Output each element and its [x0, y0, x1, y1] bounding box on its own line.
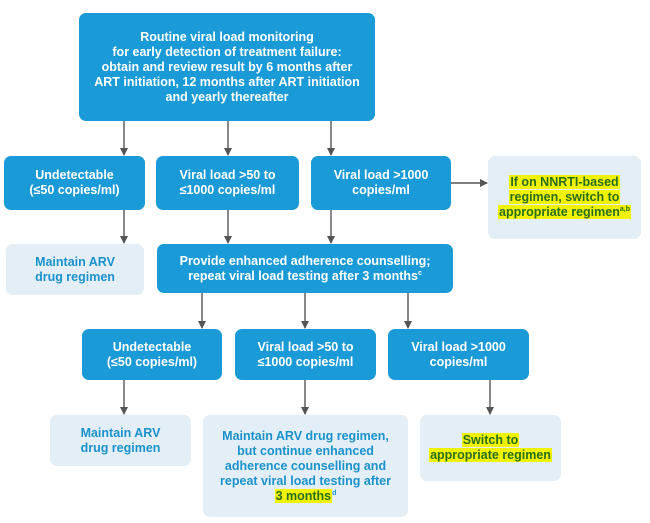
top-line-2: for early detection of treatment failure…	[112, 44, 342, 59]
counsel-line-1: Provide enhanced adherence counselling;	[179, 253, 431, 268]
top-line-1: Routine viral load monitoring	[140, 29, 314, 44]
switch-regimen-box: Switch to appropriate regimen	[420, 415, 561, 481]
continue-footnote: d	[332, 489, 337, 497]
top-line-5: and yearly thereafter	[165, 89, 289, 104]
three-months-highlight: 3 months	[274, 488, 333, 503]
maintain-1-line-2: drug regimen	[35, 269, 115, 284]
viral-load-mid-box-1: Viral load >50 to ≤1000 copies/ml	[156, 156, 299, 210]
maintain-2-line-2: drug regimen	[80, 440, 161, 455]
top-line-4: ART initiation, 12 months after ART init…	[94, 74, 360, 89]
nnrti-line-2: regimen, switch to	[508, 190, 621, 204]
routine-monitoring-box: Routine viral load monitoring for early …	[79, 13, 375, 121]
viral-load-high-box-1: Viral load >1000 copies/ml	[311, 156, 451, 210]
viral-load-high-box-2: Viral load >1000 copies/ml	[388, 329, 529, 380]
adherence-counselling-box: Provide enhanced adherence counselling; …	[157, 244, 453, 293]
high-1-line-1: Viral load >1000	[333, 168, 429, 182]
undetectable-1-line-2: (≤50 copies/ml)	[29, 183, 120, 197]
mid-1-line-2: ≤1000 copies/ml	[179, 183, 276, 197]
top-line-3: obtain and review result by 6 months aft…	[101, 59, 353, 74]
nnrti-line-1: If on NNRTI-based	[509, 175, 620, 189]
maintain-2-line-1: Maintain ARV	[80, 425, 161, 440]
nnrti-switch-box: If on NNRTI-based regimen, switch to app…	[488, 156, 641, 239]
undetectable-1-line-1: Undetectable	[35, 168, 114, 182]
undetectable-box-1: Undetectable (≤50 copies/ml)	[4, 156, 145, 210]
maintain-regimen-box-2: Maintain ARV drug regimen	[50, 415, 191, 466]
maintain-regimen-box-1: Maintain ARV drug regimen	[6, 244, 144, 295]
continue-line-3: adherence counselling and	[224, 458, 387, 473]
counsel-footnote: c	[418, 269, 422, 277]
maintain-1-line-1: Maintain ARV	[35, 254, 115, 269]
mid-2-line-2: ≤1000 copies/ml	[257, 354, 354, 369]
continue-counselling-box: Maintain ARV drug regimen, but continue …	[203, 415, 408, 517]
switch-line-2: appropriate regimen	[429, 448, 552, 462]
nnrti-line-3: appropriate regimen	[499, 205, 620, 219]
high-2-line-1: Viral load >1000	[411, 339, 506, 354]
continue-line-4: repeat viral load testing after	[220, 473, 391, 488]
nnrti-footnote: a,b	[619, 205, 630, 213]
undetectable-2-line-1: Undetectable	[112, 339, 192, 354]
switch-line-1: Switch to	[461, 433, 520, 447]
mid-1-line-1: Viral load >50 to	[179, 168, 276, 182]
viral-load-mid-box-2: Viral load >50 to ≤1000 copies/ml	[235, 329, 376, 380]
continue-line-2: but continue enhanced	[237, 443, 374, 458]
continue-line-1: Maintain ARV drug regimen,	[222, 428, 389, 443]
mid-2-line-1: Viral load >50 to	[257, 339, 354, 354]
counsel-line-2: repeat viral load testing after 3 months	[188, 268, 418, 283]
undetectable-box-2: Undetectable (≤50 copies/ml)	[82, 329, 222, 380]
high-2-line-2: copies/ml	[429, 354, 488, 369]
high-1-line-2: copies/ml	[352, 183, 410, 197]
undetectable-2-line-2: (≤50 copies/ml)	[106, 354, 198, 369]
